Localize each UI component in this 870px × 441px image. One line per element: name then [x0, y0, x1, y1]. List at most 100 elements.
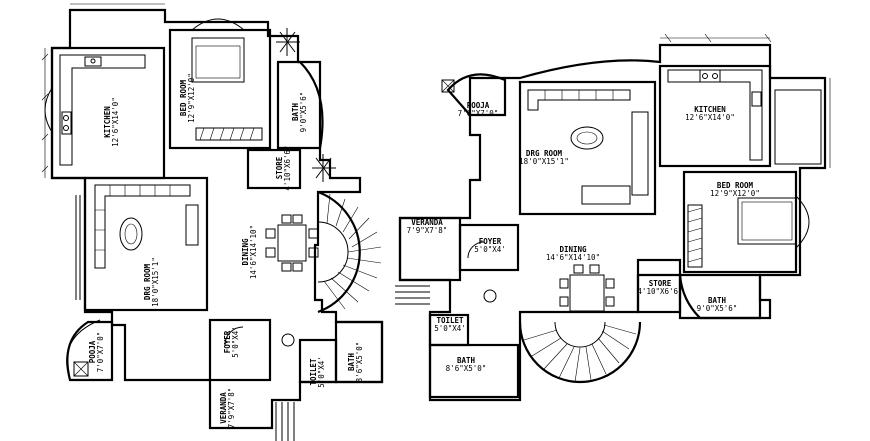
left-bedroom-walls	[168, 28, 272, 150]
right-foyer-walls	[458, 223, 520, 272]
left-dining-dims: 14'6"X14'10"	[249, 224, 258, 280]
left-store-walls	[246, 148, 302, 190]
left-drg-walls	[83, 176, 209, 312]
left-wash-basin	[281, 333, 295, 347]
right-bath2-walls	[428, 343, 520, 399]
left-plant-2	[312, 154, 336, 182]
left-foyer-walls	[208, 318, 272, 382]
right-kitchen-dims: 12'6"X14'0"	[685, 113, 735, 122]
left-spiral-stair-treads	[323, 193, 382, 310]
right-kitchen-utility	[774, 89, 822, 165]
left-chair-6	[292, 214, 303, 224]
left-sofa-side	[185, 204, 199, 246]
left-burner-2	[63, 125, 69, 131]
right-spiral-stair-inner	[554, 321, 606, 348]
right-sofa	[527, 89, 631, 111]
right-foyer-door-swing	[467, 241, 485, 259]
left-veranda-label: VERANDA 7'9"X7'8"	[219, 387, 236, 429]
right-drg-walls	[518, 80, 657, 216]
left-foyer-door-swing	[224, 326, 244, 346]
right-pooja-walls	[446, 73, 507, 117]
right-pooja-label: POOJA 7'0"X7'0"	[458, 102, 499, 118]
left-spiral-stair-outer	[317, 190, 361, 314]
left-drg-label: DRG ROOM 18'0"X15'1"	[143, 257, 160, 307]
right-coffee-table	[570, 126, 604, 150]
left-bath-dims: 9'0"X5'6"	[299, 91, 308, 133]
right-bed	[737, 197, 797, 245]
right-store-dims: 4'10"X6'6"	[637, 287, 683, 296]
left-bedroom-bay	[191, 18, 245, 31]
right-bath2-name: BATH	[456, 356, 476, 365]
left-pooja-altar	[73, 361, 89, 377]
left-toilet-label: TOILET 5'0"X4'	[309, 356, 326, 388]
right-hob	[699, 69, 721, 83]
right-dining-label: DINING 14'6"X14'10"	[546, 246, 600, 262]
right-bedroom-label: BED ROOM 12'9"X12'0"	[710, 182, 760, 198]
right-chair-2	[559, 296, 569, 307]
right-bath-name: BATH	[707, 296, 727, 305]
left-coffee-table	[119, 217, 143, 251]
left-bed-pattern	[195, 45, 241, 79]
right-coffee-table-inner	[576, 131, 598, 145]
right-pooja-altar	[441, 79, 455, 93]
right-pooja-altar-x	[441, 79, 455, 93]
left-kitchen-sink	[84, 56, 102, 67]
right-bedroom-name: BED ROOM	[716, 181, 754, 190]
right-store-label: STORE 4'10"X6'6"	[637, 280, 682, 296]
right-foyer-name: FOYER	[478, 237, 502, 246]
left-bedroom-dims: 12'9"X12'0"	[187, 73, 196, 123]
left-pooja-arc	[66, 319, 101, 381]
right-chair-1	[559, 278, 569, 289]
right-chair-6	[589, 264, 600, 274]
right-dining-dims: 14'6"X14'10"	[545, 253, 601, 262]
left-store-label: STORE 4'10"X6'6"	[275, 145, 292, 190]
left-spiral-stair-inner	[317, 221, 349, 283]
left-veranda-dims: 7'9"X7'8"	[227, 387, 236, 429]
right-bedroom-bay	[795, 195, 810, 249]
right-sofa-side	[631, 111, 649, 196]
right-burner-1	[702, 73, 708, 79]
right-pooja-dims: 7'0"X7'0"	[457, 109, 499, 118]
right-sofa-seams	[544, 90, 614, 100]
right-chair-5	[573, 264, 584, 274]
right-dimension-lines	[660, 33, 831, 168]
left-kitchen-dims: 12'6"X14'0"	[111, 97, 120, 147]
left-sofa	[94, 184, 191, 269]
left-bath2-dims: 8'6"X5'0"	[355, 341, 364, 383]
right-plan	[395, 33, 831, 402]
left-bedroom-label: BED ROOM 12'9"X12'0"	[179, 73, 196, 123]
right-bed-pattern	[741, 201, 793, 241]
left-sofa-seams	[95, 185, 171, 251]
right-pooja-name: POOJA	[466, 101, 490, 110]
left-kitchen-label: KITCHEN 12'6"X14'0"	[103, 97, 120, 147]
right-bath2-label: BATH 8'6"X5'0"	[446, 357, 487, 373]
right-burner-2	[712, 73, 718, 79]
right-veranda-label: VERANDA 7'9"X7'8"	[407, 219, 448, 235]
left-dimension-lines	[41, 3, 165, 178]
left-entry-steps	[275, 402, 295, 441]
left-sink-drain	[90, 58, 96, 64]
right-kitchen-name: KITCHEN	[694, 105, 726, 114]
left-chair-5	[281, 214, 292, 224]
right-bedroom-dims: 12'9"X12'0"	[710, 189, 760, 198]
left-drg-window	[75, 195, 81, 300]
right-bath-dims: 9'0"X5'6"	[696, 304, 738, 313]
left-coffee-table-inner	[124, 223, 138, 245]
left-plant-1	[276, 28, 300, 56]
right-store-walls	[636, 258, 682, 314]
left-pooja-dims: 7'0"X7'0"	[96, 331, 105, 373]
left-bath-walls	[276, 60, 324, 150]
left-kitchen-counter	[59, 54, 146, 166]
left-drg-dims: 18'0"X15'1"	[151, 257, 160, 307]
right-kitchen-sink	[751, 91, 762, 107]
left-bed	[191, 37, 245, 83]
right-wardrobe	[687, 204, 703, 268]
right-kitchen-label: KITCHEN 12'6"X14'0"	[685, 106, 735, 122]
right-bath2-dims: 8'6"X5'0"	[445, 364, 487, 373]
right-drg-name: DRG ROOM	[525, 149, 563, 158]
left-chair-7	[281, 262, 292, 272]
right-bath-label: BATH 9'0"X5'6"	[697, 297, 738, 313]
right-side-sofa	[581, 185, 631, 205]
right-chair-3	[605, 278, 615, 289]
